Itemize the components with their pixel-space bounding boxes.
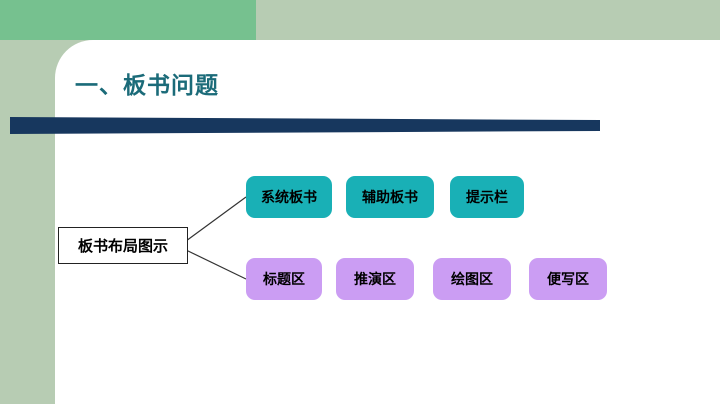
top-left-accent-bar	[0, 0, 256, 40]
title-divider-bar	[10, 117, 600, 134]
diagram-node-derivation-area: 推演区	[336, 258, 414, 300]
diagram-node-auxiliary-board: 辅助板书	[346, 176, 434, 218]
diagram-node-drawing-area: 绘图区	[433, 258, 511, 300]
diagram-node-title-area: 标题区	[246, 258, 322, 300]
slide-content-area	[55, 40, 720, 404]
diagram-node-system-board: 系统板书	[246, 176, 332, 218]
diagram-node-hint-bar: 提示栏	[450, 176, 524, 218]
diagram-node-scratch-area: 便写区	[529, 258, 607, 300]
slide-title: 一、板书问题	[75, 73, 219, 99]
diagram-root-label: 板书布局图示	[58, 227, 188, 264]
